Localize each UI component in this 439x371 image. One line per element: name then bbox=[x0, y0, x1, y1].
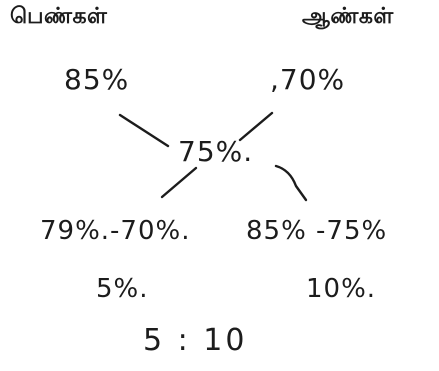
bottom-left-expression: 79%.-70%. bbox=[40, 216, 191, 246]
line-top-right bbox=[238, 111, 274, 142]
line-bottom-right bbox=[274, 164, 308, 202]
left-label: பெண்கள் bbox=[10, 4, 108, 29]
left-value: 85% bbox=[64, 63, 130, 96]
right-label: ஆண்கள் bbox=[302, 4, 394, 29]
line-top-left bbox=[118, 113, 170, 148]
bottom-right-expression: 85% -75% bbox=[246, 216, 388, 246]
right-value: ,70% bbox=[270, 63, 346, 96]
center-value: 75%. bbox=[178, 135, 254, 168]
bottom-left-result: 5%. bbox=[96, 274, 149, 304]
line-bottom-left bbox=[160, 166, 198, 199]
ratio-result: 5 : 10 bbox=[143, 323, 248, 358]
bottom-right-result: 10%. bbox=[306, 274, 377, 304]
